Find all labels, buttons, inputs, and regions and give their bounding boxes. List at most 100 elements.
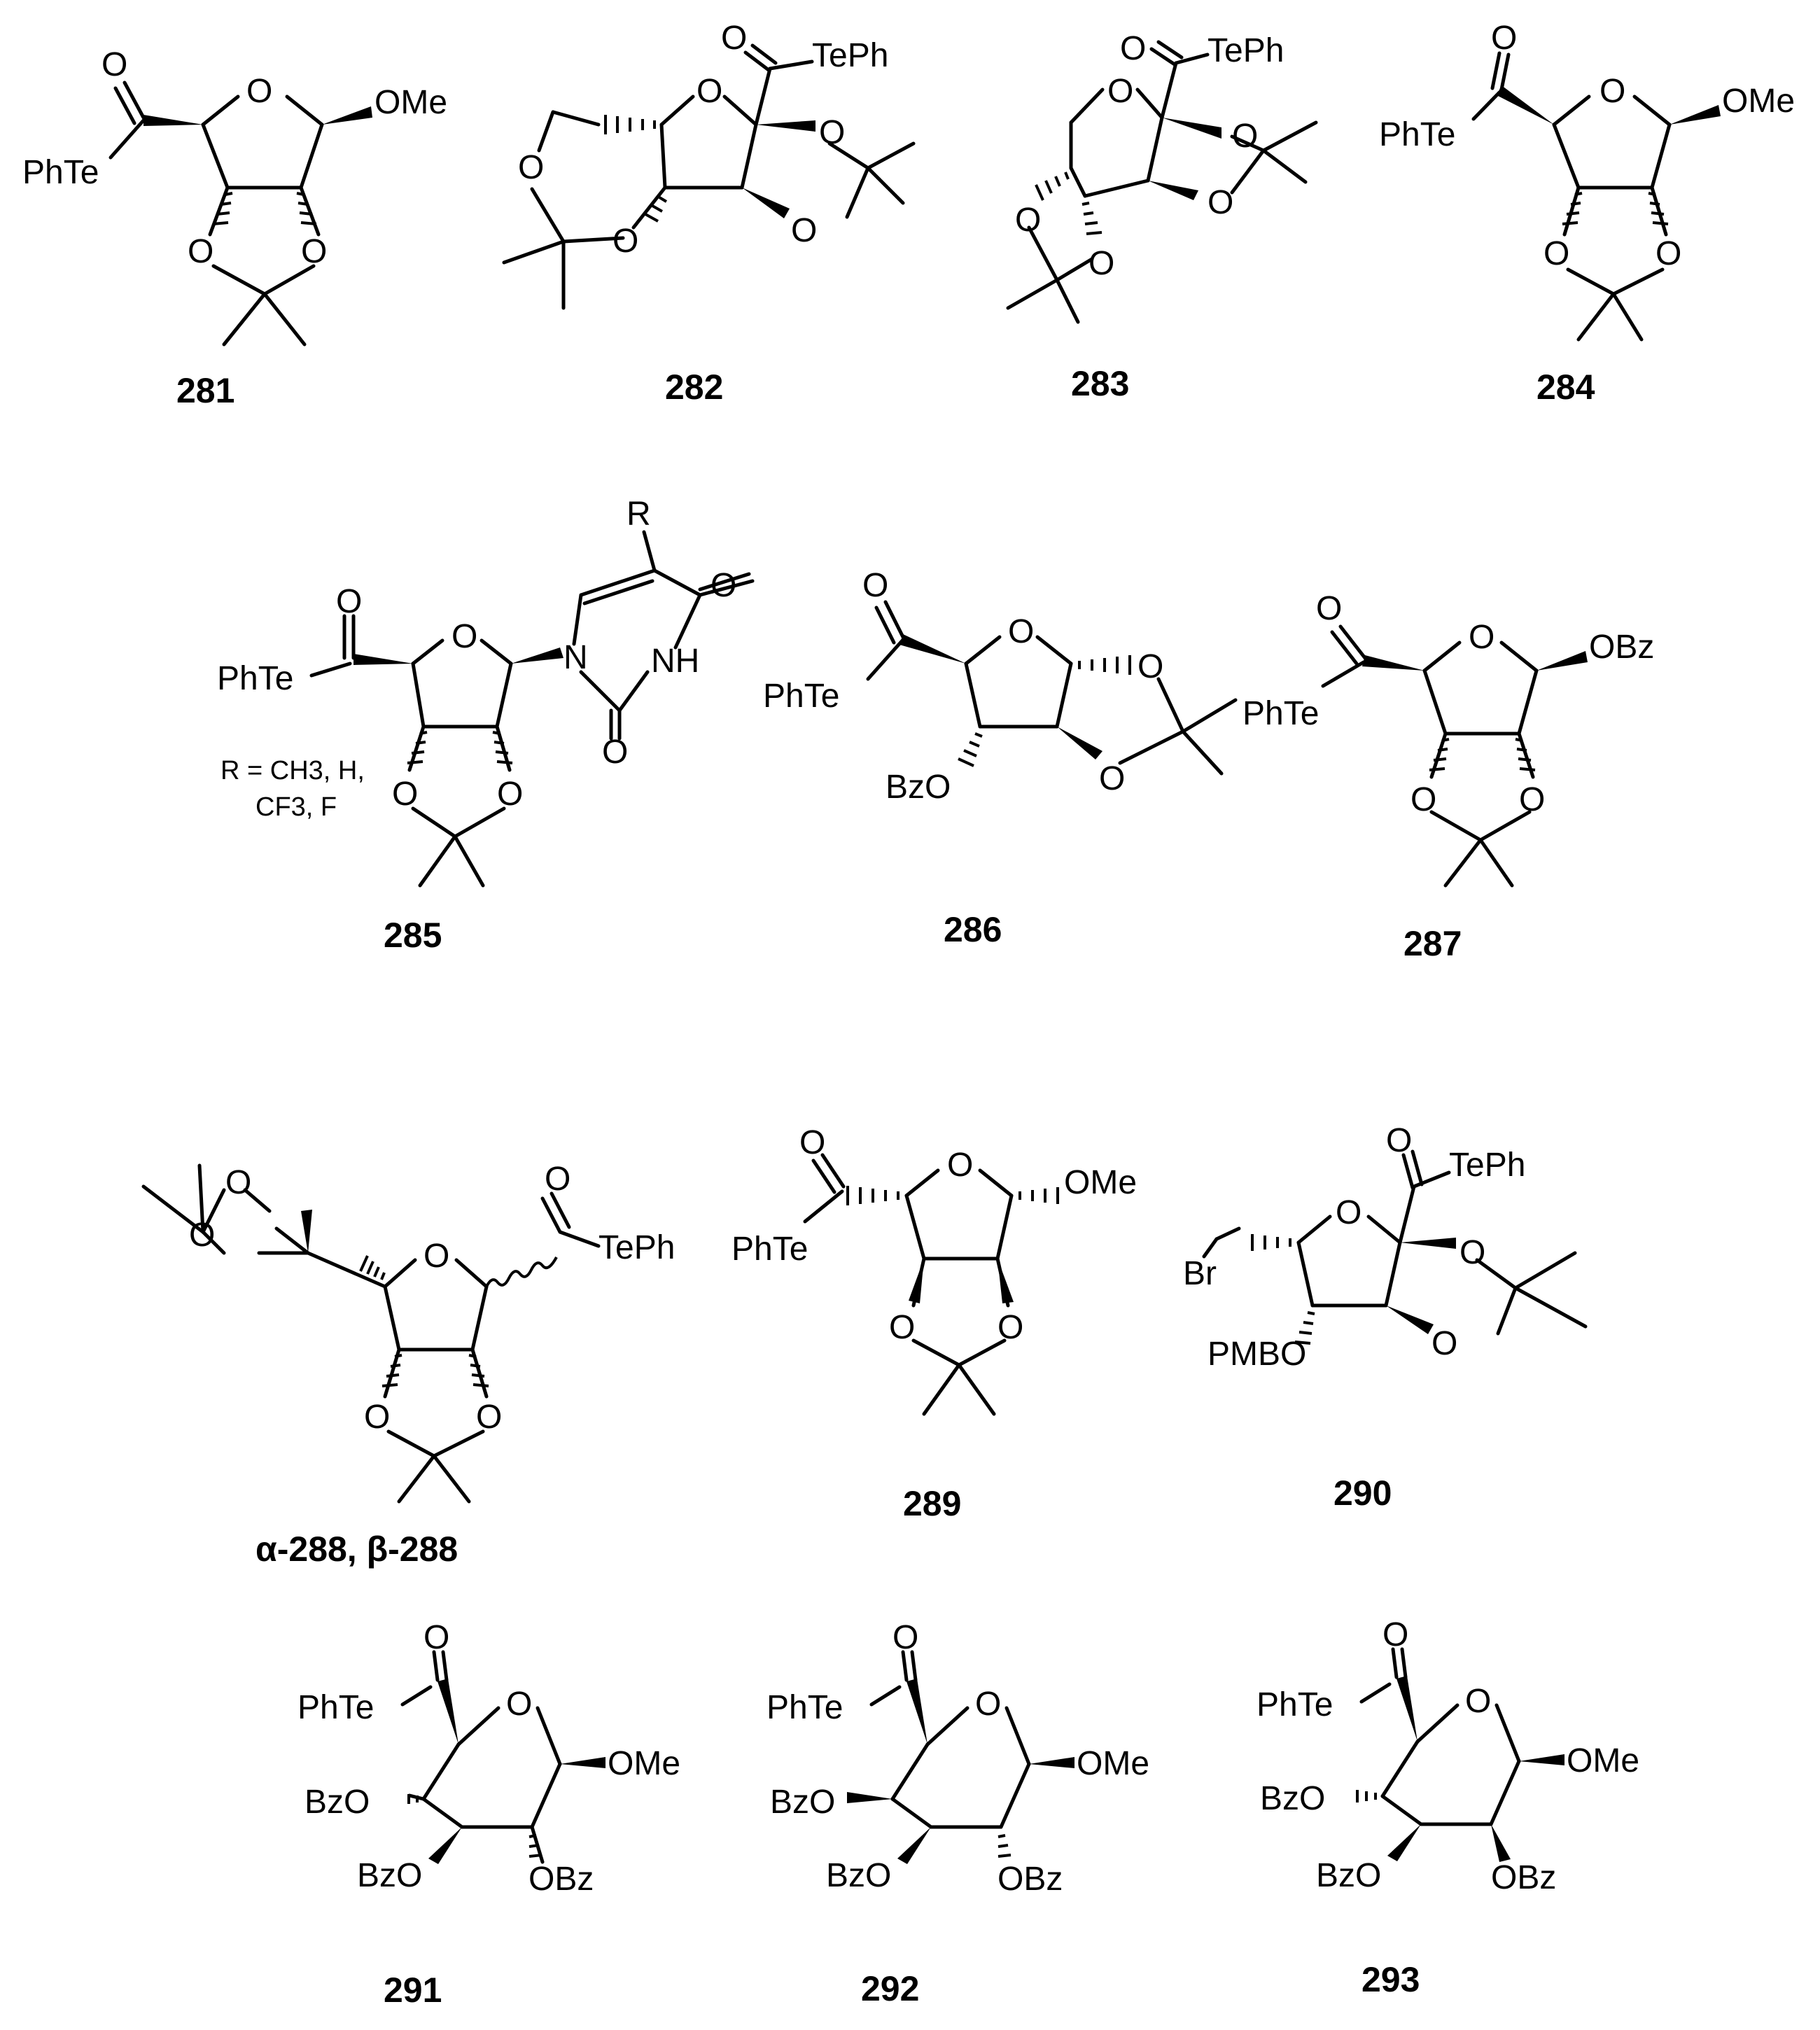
hashes [604, 115, 668, 223]
r-substituent: R [626, 496, 651, 533]
ketal-oxygen-right: O [1519, 781, 1545, 818]
wedges [742, 120, 816, 218]
ring-oxygen: O [451, 618, 477, 655]
ketal-oxygen-upper: O [1232, 118, 1258, 155]
phenyltelluro-group: PhTe [217, 660, 293, 697]
ketal-oxygen-upper: O [1138, 648, 1163, 685]
wedges [1497, 85, 1721, 125]
compound-label: 284 [1536, 368, 1595, 407]
carbonyl-oxygen: O [545, 1161, 570, 1198]
phenyltelluro-group: PhTe [1379, 116, 1455, 153]
ketal-oxygen-lower: O [1432, 1325, 1457, 1362]
phenyltelluro-group: PhTe [732, 1231, 808, 1268]
telluroester-group: TePh [812, 37, 888, 74]
carbonyl-oxygen: O [336, 583, 362, 620]
ketal-oxygen-right: O [476, 1399, 502, 1436]
phenyltelluro-group: PhTe [22, 154, 99, 191]
compound-281: O OMe O O PhTe O 281 [22, 46, 447, 410]
ketal-oxygen-lower: O [791, 212, 817, 249]
phenyltelluro-group: PhTe [1256, 1686, 1333, 1723]
acetonide-oxygen-lower: O [1088, 245, 1114, 282]
hashes [958, 655, 1131, 767]
phenyltelluro-group: PhTe [763, 678, 839, 715]
compound-282: O TePh O O O O O 282 [502, 20, 916, 407]
wavy-bond [485, 1256, 558, 1287]
compound-label: 281 [176, 371, 234, 410]
ring-oxygen: O [1008, 613, 1034, 650]
hashes [846, 1186, 1059, 1205]
ketal-oxygen-left: O [188, 233, 214, 270]
carbonyl-oxygen: O [1120, 30, 1146, 67]
bonds [803, 1153, 1014, 1416]
atom-labels: O O O TePh O O O [189, 1161, 675, 1436]
wedges [301, 1210, 312, 1253]
hashes [1035, 172, 1102, 235]
ketal-oxygen-left: O [889, 1309, 915, 1346]
carbonyl-oxygen: O [102, 46, 127, 83]
carbonyl-oxygen: O [721, 20, 747, 57]
anomeric-ome: OMe [608, 1745, 680, 1782]
compound-label: 283 [1071, 364, 1129, 403]
bonds [869, 1650, 1031, 1829]
carbonyl-oxygen: O [1382, 1616, 1408, 1653]
ring-oxygen: O [1469, 619, 1494, 656]
benzoyloxy-group: BzO [886, 769, 951, 806]
dioxane-oxygen-lower: O [612, 223, 638, 260]
compound-label: 292 [861, 1969, 919, 2008]
carbonyl-oxygen: O [862, 567, 888, 604]
anomeric-ome: OMe [1722, 83, 1795, 120]
ketal-oxygen-right: O [1656, 235, 1681, 272]
ring-oxygen: O [424, 1238, 449, 1275]
wedges [1386, 1238, 1456, 1334]
dioxolane-oxygen-upper: O [225, 1164, 251, 1201]
ketal-oxygen-lower: O [1099, 760, 1125, 797]
ring-oxygen: O [246, 73, 272, 110]
wedges [899, 634, 1102, 760]
carbonyl-oxygen: O [1386, 1122, 1412, 1159]
wedges [1148, 118, 1222, 200]
bonds [400, 1650, 562, 1864]
hashes [997, 1834, 1011, 1858]
bonds [1006, 40, 1318, 324]
hashes [1251, 1234, 1315, 1345]
ketal-oxygen-left: O [392, 776, 418, 813]
anomeric-obz: OBz [1589, 629, 1654, 666]
compound-286: O O O PhTe BzO O 286 [763, 567, 1238, 949]
c3-bzo: BzO [826, 1857, 891, 1894]
atom-labels: O TePh O O O Br PMBO [1183, 1122, 1525, 1373]
c3-bzo: BzO [1316, 1857, 1381, 1894]
carbonyl-oxygen: O [799, 1124, 825, 1161]
pmb-ether: PMBO [1208, 1336, 1306, 1373]
bonds [502, 43, 916, 310]
compound-label: 290 [1334, 1474, 1392, 1513]
phenyltelluro-group: PhTe [298, 1689, 374, 1726]
atom-labels: O N NH O O R PhTe O O O R = CH3, H, CF3,… [217, 496, 736, 822]
bonds [141, 1163, 601, 1504]
ketal-oxygen-right: O [997, 1309, 1023, 1346]
anomeric-ome: OMe [1064, 1164, 1137, 1201]
c4-bzo: BzO [770, 1784, 835, 1821]
phenyltelluro-group: PhTe [1242, 695, 1319, 732]
anomeric-ome: OMe [1077, 1745, 1149, 1782]
anomeric-ome: OMe [1567, 1742, 1639, 1779]
dioxolane-oxygen-lower: O [189, 1217, 215, 1254]
compound-293: O OMe OBz BzO BzO PhTe O 293 [1256, 1616, 1639, 1999]
dioxane-oxygen-left: O [518, 149, 544, 186]
bromine: Br [1183, 1255, 1217, 1292]
compound-283: O TePh O O O O O 283 [1006, 30, 1318, 403]
telluroester-group: TePh [1208, 32, 1284, 69]
compound-285: O N NH O O R PhTe O O O R = CH3, H, CF3,… [217, 496, 755, 955]
c4-bzo: BzO [1260, 1780, 1325, 1817]
c3-bzo: BzO [357, 1857, 422, 1894]
bonds [309, 530, 755, 888]
carbonyl-oxygen: O [424, 1619, 449, 1656]
atom-labels: O OMe O O PhTe O [22, 46, 447, 270]
compound-label: 289 [903, 1484, 961, 1523]
ketal-oxygen-left: O [364, 1399, 390, 1436]
ketal-oxygen-upper: O [1460, 1234, 1485, 1271]
ketal-oxygen-lower: O [1208, 184, 1233, 221]
ketal-oxygen-right: O [301, 233, 327, 270]
carbonyl-oxygen: O [892, 1619, 918, 1656]
